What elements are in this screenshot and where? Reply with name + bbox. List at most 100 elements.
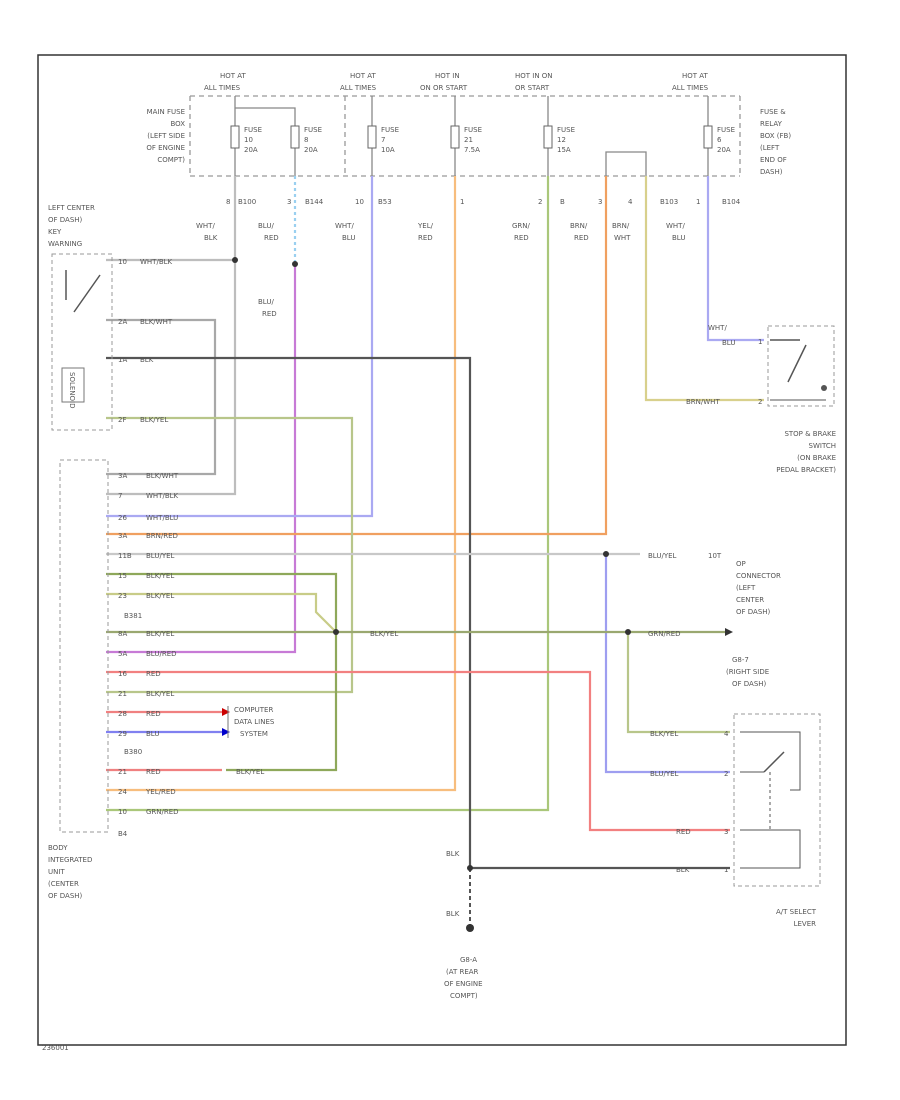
key-wire-pin: 1A	[118, 356, 127, 364]
op-connector-label: OP	[736, 560, 746, 568]
wire-color-label: GRN/	[512, 222, 531, 230]
splice-points	[222, 257, 733, 932]
stop-switch-pin: 1	[758, 338, 762, 346]
wire-color-label: GRN/RED	[648, 630, 681, 638]
at-select-lever: BLK/YEL 4 BLU/YEL 2 RED 3 BLK 1 A/T SELE…	[650, 713, 821, 928]
fuse-amps: 20A	[717, 146, 731, 154]
fuse-hot-label: ALL TIMES	[672, 84, 709, 92]
computer-data-lines: COMPUTER DATA LINES SYSTEM BLK/YEL	[227, 706, 275, 776]
wire-color-label: BLU/YEL	[648, 552, 677, 560]
biu-label: (CENTER	[48, 880, 79, 888]
biu-label: INTEGRATED	[48, 856, 92, 864]
key-wire-pin: 2A	[118, 318, 127, 326]
biu-wire-color: BLU/YEL	[146, 552, 175, 560]
biu-wire-color: BLK/YEL	[146, 572, 174, 580]
key-wire-pin: 2F	[118, 416, 126, 424]
biu-connector: B4	[118, 830, 128, 838]
relay-box-label: (LEFT	[760, 144, 780, 152]
biu-wire-color: BLU	[146, 730, 159, 738]
fuse-num: 10	[244, 136, 253, 144]
ground-right-label: OF DASH)	[732, 680, 767, 688]
biu-wire-color: RED	[146, 768, 161, 776]
solenoid-label: SOLENOID	[68, 372, 76, 408]
wire-color-label: BLK/YEL	[236, 768, 264, 776]
fuse-name: FUSE	[244, 126, 262, 134]
ground-label: COMPT)	[450, 992, 478, 1000]
connector-id: B104	[722, 198, 741, 206]
connector-pin: 3	[287, 198, 291, 206]
fuse-num: 12	[557, 136, 566, 144]
wire-color-label: BLK/YEL	[370, 630, 398, 638]
wire-color-label: BLU/	[258, 298, 274, 306]
connector-pin: 2	[538, 198, 542, 206]
wire-color-label: BLU	[342, 234, 355, 242]
biu-pin: 3A	[118, 472, 127, 480]
connector-id: B144	[305, 198, 324, 206]
biu-wire-color: WHT/BLU	[146, 514, 178, 522]
main-fuse-box-label: (LEFT SIDE	[147, 132, 185, 140]
fuse-num: 8	[304, 136, 308, 144]
at-select-label: A/T SELECT	[776, 908, 817, 916]
biu-wire-color: BLK/WHT	[146, 472, 179, 480]
diagram-id: 236001	[42, 1044, 69, 1052]
biu-pin: 26	[118, 514, 127, 522]
fuse-num: 21	[464, 136, 473, 144]
fuse-icon	[367, 125, 377, 149]
fuse-name: FUSE	[381, 126, 399, 134]
wire-color-label: RED	[262, 310, 277, 318]
biu-pin: 3A	[118, 532, 127, 540]
wire-color-label: WHT	[614, 234, 631, 242]
op-connector: OP CONNECTOR (LEFT CENTER OF DASH)	[736, 560, 781, 616]
stop-brake-switch: WHT/ BLU 1 BRN/WHT 2 STOP & BRAKE SWITCH…	[686, 324, 836, 474]
wire-color-label: BLU	[672, 234, 685, 242]
connector-id: B103	[660, 198, 678, 206]
wires	[106, 176, 764, 925]
connector-pin: 1	[696, 198, 700, 206]
biu-wire-color: BRN/RED	[146, 532, 178, 540]
fuse-num: 7	[381, 136, 385, 144]
op-connector-label: CONNECTOR	[736, 572, 781, 580]
diagram-frame	[37, 54, 847, 1046]
biu-wire-color: BLK/YEL	[146, 690, 174, 698]
biu-pin: 15	[118, 572, 127, 580]
connector-pin: 10	[355, 198, 364, 206]
wire-color-label: WHT/	[335, 222, 354, 230]
op-connector-label: OF DASH)	[736, 608, 771, 616]
at-select-color: RED	[676, 828, 691, 836]
fuse-amps: 20A	[244, 146, 258, 154]
wire-color-label: WHT/	[196, 222, 215, 230]
relay-box-label: BOX (FB)	[760, 132, 791, 140]
stop-switch-pin: BLU	[722, 339, 735, 347]
biu-pin: 28	[118, 710, 127, 718]
computer-data-label: SYSTEM	[240, 730, 268, 738]
ground-right-label: G8-7	[732, 656, 749, 664]
key-switch-label: OF DASH)	[48, 216, 83, 224]
biu-label: UNIT	[48, 868, 65, 876]
ground-right-label: (RIGHT SIDE	[726, 668, 769, 676]
biu-wire-color: WHT/BLK	[146, 492, 179, 500]
relay-box-label: DASH)	[760, 168, 783, 176]
fuse-amps: 7.5A	[464, 146, 480, 154]
key-wire-color: WHT/BLK	[140, 258, 173, 266]
biu-wire-color: BLU/RED	[146, 650, 177, 658]
at-select-color: BLK/YEL	[650, 730, 678, 738]
relay-box-label: RELAY	[760, 120, 783, 128]
key-wire-color: BLK/YEL	[140, 416, 168, 424]
fuse-amps: 20A	[304, 146, 318, 154]
biu-wire-color: BLK/YEL	[146, 592, 174, 600]
relay-box-label: FUSE &	[760, 108, 786, 116]
relay-box-label: END OF	[760, 156, 787, 164]
biu-label: BODY	[48, 844, 68, 852]
fuse-hot-label: HOT AT	[220, 72, 247, 80]
fuse-hot-label: OR START	[515, 84, 550, 92]
key-wire-pin: 10	[118, 258, 127, 266]
ground-wire-label: BLK	[446, 910, 460, 918]
body-integrated-unit: 3A BLK/WHT 7 WHT/BLK 26 WHT/BLU 3A BRN/R…	[48, 459, 179, 900]
wire-color-label: BRN/	[570, 222, 588, 230]
connector-pin: 4	[628, 198, 633, 206]
at-select-pin: 1	[724, 866, 728, 874]
biu-connector: B380	[124, 748, 142, 756]
key-switch-label: WARNING	[48, 240, 82, 248]
key-switch-label: KEY	[48, 228, 62, 236]
biu-pin: 21	[118, 768, 127, 776]
